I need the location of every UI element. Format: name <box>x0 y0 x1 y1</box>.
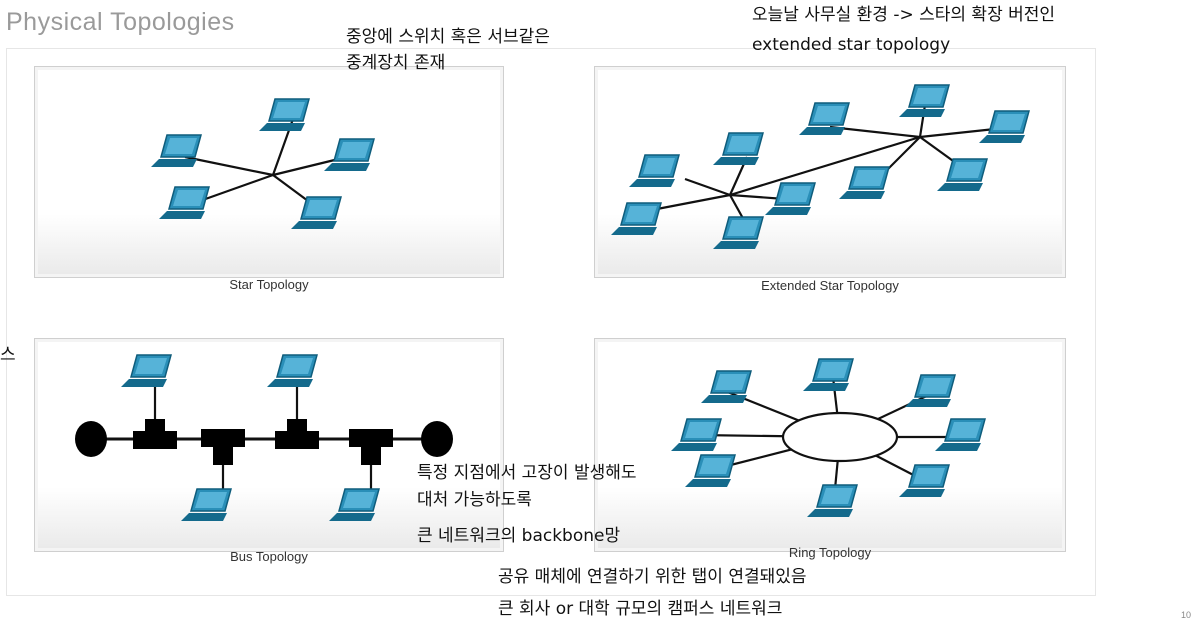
laptop-icon <box>899 464 950 497</box>
extended-note-line-2: extended star topology <box>752 35 951 55</box>
laptop-icon <box>685 454 736 487</box>
laptop-icon <box>937 158 988 191</box>
laptop-icon <box>259 98 310 131</box>
laptop-icon <box>839 166 890 199</box>
laptop-icon <box>291 196 342 229</box>
laptop-icon <box>267 354 318 387</box>
laptop-icon <box>181 488 232 521</box>
star-note-line-2: 중계장치 존재 <box>346 53 446 73</box>
laptop-icon <box>905 374 956 407</box>
bus-tap-icon <box>133 419 177 449</box>
laptop-icon <box>765 182 816 215</box>
laptop-icon <box>803 358 854 391</box>
bus-note-line-1: 공유 매체에 연결하기 위한 탭이 연결돼있음 <box>498 567 807 587</box>
ring-note-line-2: 대처 가능하도록 <box>417 490 532 510</box>
extended-star-topology-panel: Extended Star Topology <box>594 66 1066 293</box>
laptop-icon <box>807 484 858 517</box>
cut-left-text: 스 <box>0 345 16 365</box>
laptop-icon <box>701 370 752 403</box>
laptop-icon <box>324 138 375 171</box>
star-topology-panel: Star Topology <box>34 66 504 292</box>
page-number: 10 <box>1180 610 1191 620</box>
laptop-icon <box>629 154 680 187</box>
extended-note-line-1: 오늘날 사무실 환경 -> 스타의 확장 버전인 <box>752 5 1056 25</box>
bus-note-line-2: 큰 회사 or 대학 규모의 캠퍼스 네트워크 <box>498 599 783 619</box>
extended-star-topology-caption: Extended Star Topology <box>761 278 899 293</box>
laptop-icon <box>671 418 722 451</box>
laptop-icon <box>979 110 1030 143</box>
laptop-icon <box>799 102 850 135</box>
slide-title: Physical Topologies <box>6 8 235 36</box>
laptop-icon <box>935 418 986 451</box>
laptop-icon <box>713 216 764 249</box>
laptop-icon <box>121 354 172 387</box>
ring-note-line-3: 큰 네트워크의 backbone망 <box>417 526 621 546</box>
bus-tap-icon <box>349 429 393 465</box>
bus-tap-icon <box>201 429 245 465</box>
ring-topology-panel: Ring Topology <box>594 338 1066 560</box>
ring-topology-diagram <box>671 358 986 517</box>
bus-topology-diagram <box>75 354 453 521</box>
laptop-icon <box>159 186 210 219</box>
laptop-icon <box>611 202 662 235</box>
extended-star-topology-diagram <box>611 84 1030 249</box>
ring-hub-icon <box>781 411 899 463</box>
laptop-icon <box>151 134 202 167</box>
bus-terminator-icon <box>75 421 107 457</box>
bus-topology-caption: Bus Topology <box>230 549 308 564</box>
laptop-icon <box>329 488 380 521</box>
laptop-icon <box>899 84 950 117</box>
bus-tap-icon <box>275 419 319 449</box>
bus-topology-panel: Bus Topology <box>34 338 504 564</box>
laptop-icon <box>713 132 764 165</box>
star-note-line-1: 중앙에 스위치 혹은 서브같은 <box>346 27 550 47</box>
star-topology-diagram <box>151 98 375 229</box>
ring-topology-caption: Ring Topology <box>788 545 872 560</box>
ring-note-line-1: 특정 지점에서 고장이 발생해도 <box>417 463 637 483</box>
bus-terminator-icon <box>421 421 453 457</box>
star-topology-caption: Star Topology <box>229 277 309 292</box>
